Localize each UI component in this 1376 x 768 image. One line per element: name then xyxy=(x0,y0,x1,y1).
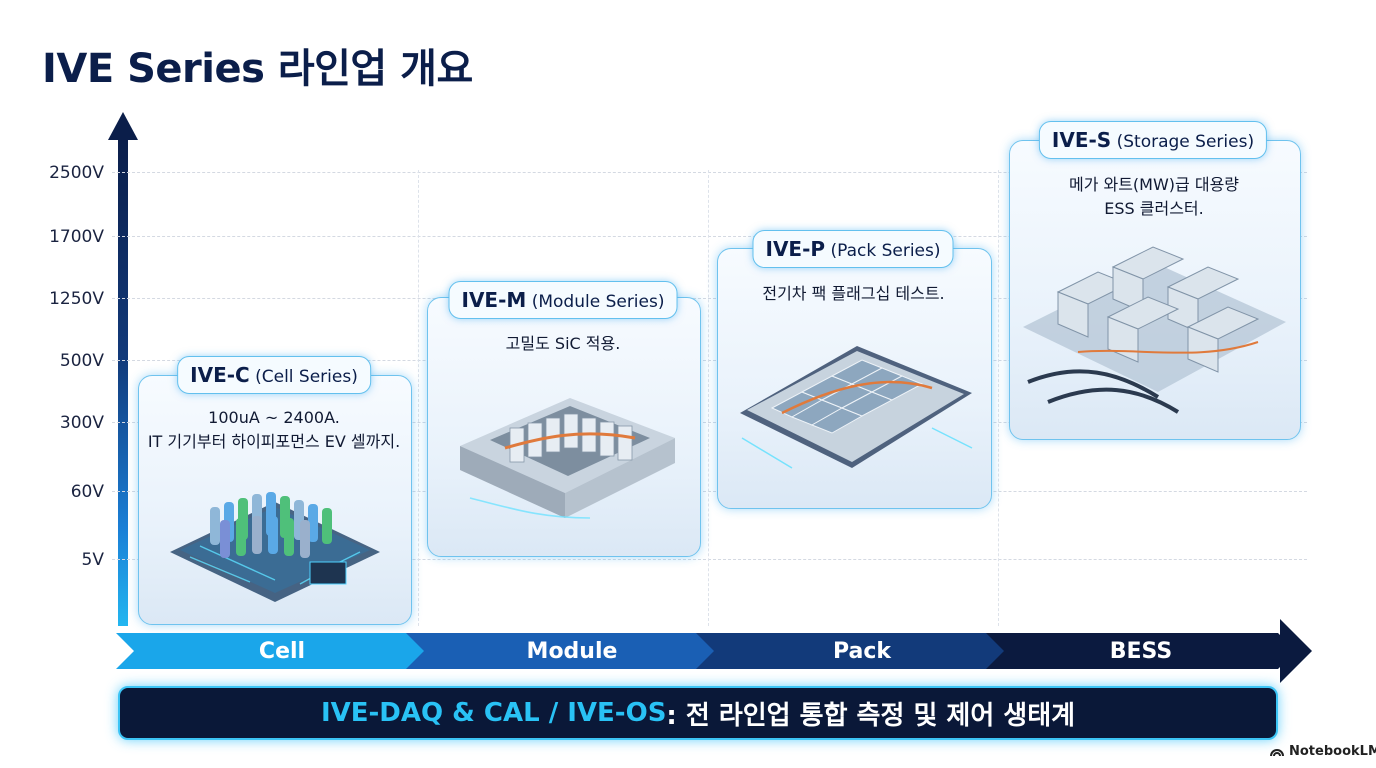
product-label-ive-p: IVE-P (Pack Series) xyxy=(752,230,954,268)
battery-module-icon xyxy=(460,398,675,519)
gridline xyxy=(112,360,1307,361)
product-name: IVE-M xyxy=(461,288,527,312)
product-description: 메가 와트(MW)급 대용량 ESS 클러스터. xyxy=(1009,173,1299,221)
stage-cell: Cell xyxy=(116,633,448,669)
tick-label: 2500V xyxy=(49,163,104,183)
page-title: IVE Series 라인업 개요 xyxy=(42,46,473,92)
product-description: 전기차 팩 플래그십 테스트. xyxy=(717,282,990,306)
gridline-vertical xyxy=(998,170,999,626)
up-arrow-icon xyxy=(108,112,138,140)
brand-watermark: NotebookLM xyxy=(1270,744,1376,759)
ess-container-icon xyxy=(1023,246,1286,414)
product-series: (Module Series) xyxy=(531,292,665,312)
description-line: 메가 와트(MW)급 대용량 xyxy=(1068,175,1240,194)
tick-label: 60V xyxy=(70,482,104,502)
description-line: 100uA ~ 2400A. xyxy=(208,408,340,427)
battery-pack-icon xyxy=(740,346,973,469)
gridline xyxy=(112,172,1307,173)
stage-module: Module xyxy=(406,633,738,669)
gridline xyxy=(112,559,1307,560)
gridline-vertical xyxy=(708,170,709,626)
tick-label: 1250V xyxy=(49,289,104,309)
ecosystem-banner: IVE-DAQ & CAL / IVE-OS : 전 라인업 통합 측정 및 제… xyxy=(118,686,1278,740)
product-description: 고밀도 SiC 적용. xyxy=(427,332,699,356)
product-name: IVE-S xyxy=(1051,128,1112,152)
description-line: ESS 클러스터. xyxy=(1104,199,1204,218)
product-label-ive-c: IVE-C (Cell Series) xyxy=(177,356,371,394)
stage-bess: BESS xyxy=(986,633,1296,669)
tick-label: 5V xyxy=(81,550,104,570)
description-line: 고밀도 SiC 적용. xyxy=(505,334,621,353)
product-description: 100uA ~ 2400A. IT 기기부터 하이피포먼스 EV 셀까지. xyxy=(138,406,410,454)
banner-highlight: IVE-DAQ & CAL / IVE-OS xyxy=(320,698,667,728)
brand-name: NotebookLM xyxy=(1289,744,1376,759)
banner-text: : 전 라인업 통합 측정 및 제어 생태계 xyxy=(666,700,1076,731)
right-arrow-icon xyxy=(1280,619,1312,683)
gridline xyxy=(112,236,1307,237)
gridline xyxy=(112,491,1307,492)
tick-label: 300V xyxy=(59,413,104,433)
gridline xyxy=(112,422,1307,423)
gridline xyxy=(112,298,1307,299)
tick-label: 500V xyxy=(59,351,104,371)
battery-cell-icon xyxy=(170,492,380,602)
gridline-vertical xyxy=(418,170,419,626)
product-series: (Pack Series) xyxy=(830,241,941,261)
product-name: IVE-C xyxy=(190,363,250,387)
product-series: (Storage Series) xyxy=(1116,132,1255,152)
product-series: (Cell Series) xyxy=(255,367,358,387)
notebooklm-logo-icon xyxy=(1270,749,1284,757)
stage-pack: Pack xyxy=(696,633,1028,669)
product-name: IVE-P xyxy=(765,237,826,261)
product-label-ive-s: IVE-S (Storage Series) xyxy=(1038,121,1268,159)
product-label-ive-m: IVE-M (Module Series) xyxy=(448,281,678,319)
description-line: IT 기기부터 하이피포먼스 EV 셀까지. xyxy=(147,432,401,451)
tick-label: 1700V xyxy=(49,227,104,247)
description-line: 전기차 팩 플래그십 테스트. xyxy=(762,284,945,303)
voltage-axis xyxy=(118,138,128,626)
